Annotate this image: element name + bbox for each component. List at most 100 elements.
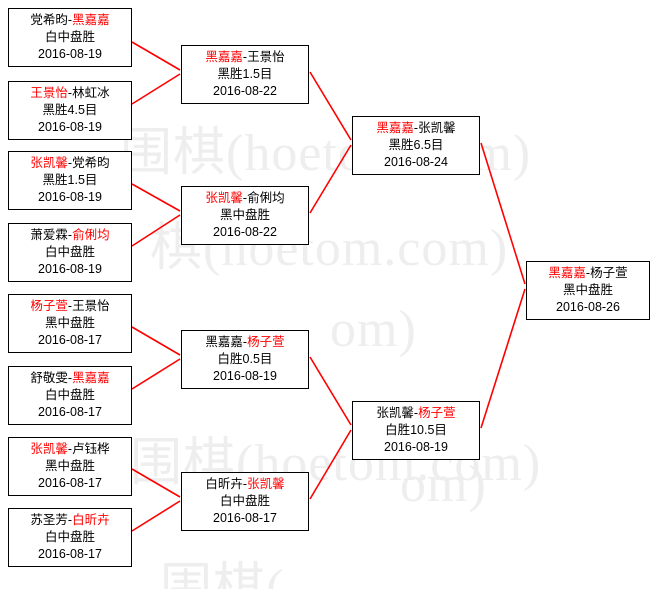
match-players: 张凯馨-卢钰桦 — [11, 441, 129, 458]
match-box-r2-m1[interactable]: 黑嘉嘉-王景怡 黑胜1.5目 2016-08-22 — [181, 45, 309, 104]
player-right: 白昕卉 — [72, 513, 110, 527]
player-right: 卢钰桦 — [72, 442, 110, 456]
player-left: 萧爱霖 — [30, 228, 68, 242]
match-players: 舒敬雯-黑嘉嘉 — [11, 370, 129, 387]
player-right: 杨子萱 — [418, 406, 456, 420]
player-left: 白昕卉 — [205, 477, 243, 491]
dash: - — [67, 228, 73, 242]
dash: - — [67, 442, 73, 456]
player-right: 杨子萱 — [590, 266, 628, 280]
dash: - — [242, 335, 248, 349]
match-box-r3-m1[interactable]: 黑嘉嘉-张凯馨 黑胜6.5目 2016-08-24 — [352, 116, 480, 175]
player-right: 党希昀 — [72, 156, 110, 170]
dash: - — [67, 156, 73, 170]
match-result: 黑中盘胜 — [44, 459, 95, 473]
match-date: 2016-08-19 — [38, 262, 102, 276]
match-result: 白中盘胜 — [44, 388, 95, 402]
match-box-r1-m2[interactable]: 王景怡-林虹冰 黑胜4.5目 2016-08-19 — [8, 81, 132, 140]
match-box-r2-m3[interactable]: 黑嘉嘉-杨子萱 白胜0.5目 2016-08-19 — [181, 330, 309, 389]
match-players: 黑嘉嘉-杨子萱 — [184, 334, 306, 351]
match-box-r3-m2[interactable]: 张凯馨-杨子萱 白胜10.5目 2016-08-19 — [352, 401, 480, 460]
player-left: 杨子萱 — [30, 299, 68, 313]
dash: - — [67, 299, 73, 313]
match-date: 2016-08-19 — [38, 47, 102, 61]
match-box-r1-m4[interactable]: 萧爱霖-俞俐均 白中盘胜 2016-08-19 — [8, 223, 132, 282]
match-result: 黑胜6.5目 — [388, 138, 444, 152]
match-result: 黑胜4.5目 — [42, 103, 98, 117]
player-left: 黑嘉嘉 — [205, 335, 243, 349]
player-right: 黑嘉嘉 — [72, 13, 110, 27]
match-box-r1-m3[interactable]: 张凯馨-党希昀 黑胜1.5目 2016-08-19 — [8, 151, 132, 210]
match-result: 黑胜1.5目 — [42, 173, 98, 187]
match-result: 黑中盘胜 — [562, 283, 613, 297]
match-box-r1-m5[interactable]: 杨子萱-王景怡 黑中盘胜 2016-08-17 — [8, 294, 132, 353]
match-players: 苏圣芳-白昕卉 — [11, 512, 129, 529]
match-result: 黑中盘胜 — [44, 316, 95, 330]
match-date: 2016-08-17 — [213, 511, 277, 525]
player-left: 张凯馨 — [376, 406, 414, 420]
match-result: 白中盘胜 — [44, 530, 95, 544]
player-right: 张凯馨 — [418, 121, 456, 135]
match-result: 白胜0.5目 — [217, 352, 273, 366]
player-left: 王景怡 — [30, 86, 68, 100]
match-date: 2016-08-22 — [213, 225, 277, 239]
dash: - — [413, 406, 419, 420]
match-box-r1-m1[interactable]: 党希昀-黑嘉嘉 白中盘胜 2016-08-19 — [8, 8, 132, 67]
match-date: 2016-08-17 — [38, 547, 102, 561]
player-left: 黑嘉嘉 — [548, 266, 586, 280]
match-players: 黑嘉嘉-王景怡 — [184, 49, 306, 66]
match-players: 党希昀-黑嘉嘉 — [11, 12, 129, 29]
player-left: 黑嘉嘉 — [205, 50, 243, 64]
dash: - — [67, 86, 73, 100]
match-players: 王景怡-林虹冰 — [11, 85, 129, 102]
player-right: 杨子萱 — [247, 335, 285, 349]
match-result: 黑中盘胜 — [219, 208, 270, 222]
dash: - — [242, 50, 248, 64]
player-right: 林虹冰 — [72, 86, 110, 100]
match-result: 白中盘胜 — [219, 494, 270, 508]
match-players: 张凯馨-俞俐均 — [184, 190, 306, 207]
match-date: 2016-08-19 — [384, 440, 448, 454]
player-right: 俞俐均 — [72, 228, 110, 242]
match-box-r1-m6[interactable]: 舒敬雯-黑嘉嘉 白中盘胜 2016-08-17 — [8, 366, 132, 425]
match-box-r1-m8[interactable]: 苏圣芳-白昕卉 白中盘胜 2016-08-17 — [8, 508, 132, 567]
dash: - — [242, 191, 248, 205]
match-box-r2-m2[interactable]: 张凯馨-俞俐均 黑中盘胜 2016-08-22 — [181, 186, 309, 245]
dash: - — [67, 13, 73, 27]
match-players: 萧爱霖-俞俐均 — [11, 227, 129, 244]
player-left: 黑嘉嘉 — [376, 121, 414, 135]
player-right: 张凯馨 — [247, 477, 285, 491]
match-date: 2016-08-17 — [38, 476, 102, 490]
player-right: 王景怡 — [72, 299, 110, 313]
player-left: 张凯馨 — [30, 442, 68, 456]
match-box-r1-m7[interactable]: 张凯馨-卢钰桦 黑中盘胜 2016-08-17 — [8, 437, 132, 496]
match-players: 张凯馨-党希昀 — [11, 155, 129, 172]
player-left: 张凯馨 — [205, 191, 243, 205]
match-players: 杨子萱-王景怡 — [11, 298, 129, 315]
match-players: 白昕卉-张凯馨 — [184, 476, 306, 493]
match-date: 2016-08-19 — [38, 120, 102, 134]
match-date: 2016-08-17 — [38, 333, 102, 347]
match-result: 黑胜1.5目 — [217, 67, 273, 81]
player-right: 黑嘉嘉 — [72, 371, 110, 385]
match-box-r2-m4[interactable]: 白昕卉-张凯馨 白中盘胜 2016-08-17 — [181, 472, 309, 531]
match-date: 2016-08-19 — [213, 369, 277, 383]
player-left: 苏圣芳 — [30, 513, 68, 527]
match-date: 2016-08-17 — [38, 405, 102, 419]
dash: - — [585, 266, 591, 280]
dash: - — [67, 513, 73, 527]
player-right: 王景怡 — [247, 50, 285, 64]
match-box-final[interactable]: 黑嘉嘉-杨子萱 黑中盘胜 2016-08-26 — [526, 261, 650, 320]
match-date: 2016-08-22 — [213, 84, 277, 98]
match-players: 黑嘉嘉-杨子萱 — [529, 265, 647, 282]
match-result: 白胜10.5目 — [385, 423, 447, 437]
dash: - — [242, 477, 248, 491]
match-date: 2016-08-19 — [38, 190, 102, 204]
match-date: 2016-08-24 — [384, 155, 448, 169]
dash: - — [67, 371, 73, 385]
match-result: 白中盘胜 — [44, 245, 95, 259]
player-left: 党希昀 — [30, 13, 68, 27]
match-players: 黑嘉嘉-张凯馨 — [355, 120, 477, 137]
match-date: 2016-08-26 — [556, 300, 620, 314]
match-players: 张凯馨-杨子萱 — [355, 405, 477, 422]
